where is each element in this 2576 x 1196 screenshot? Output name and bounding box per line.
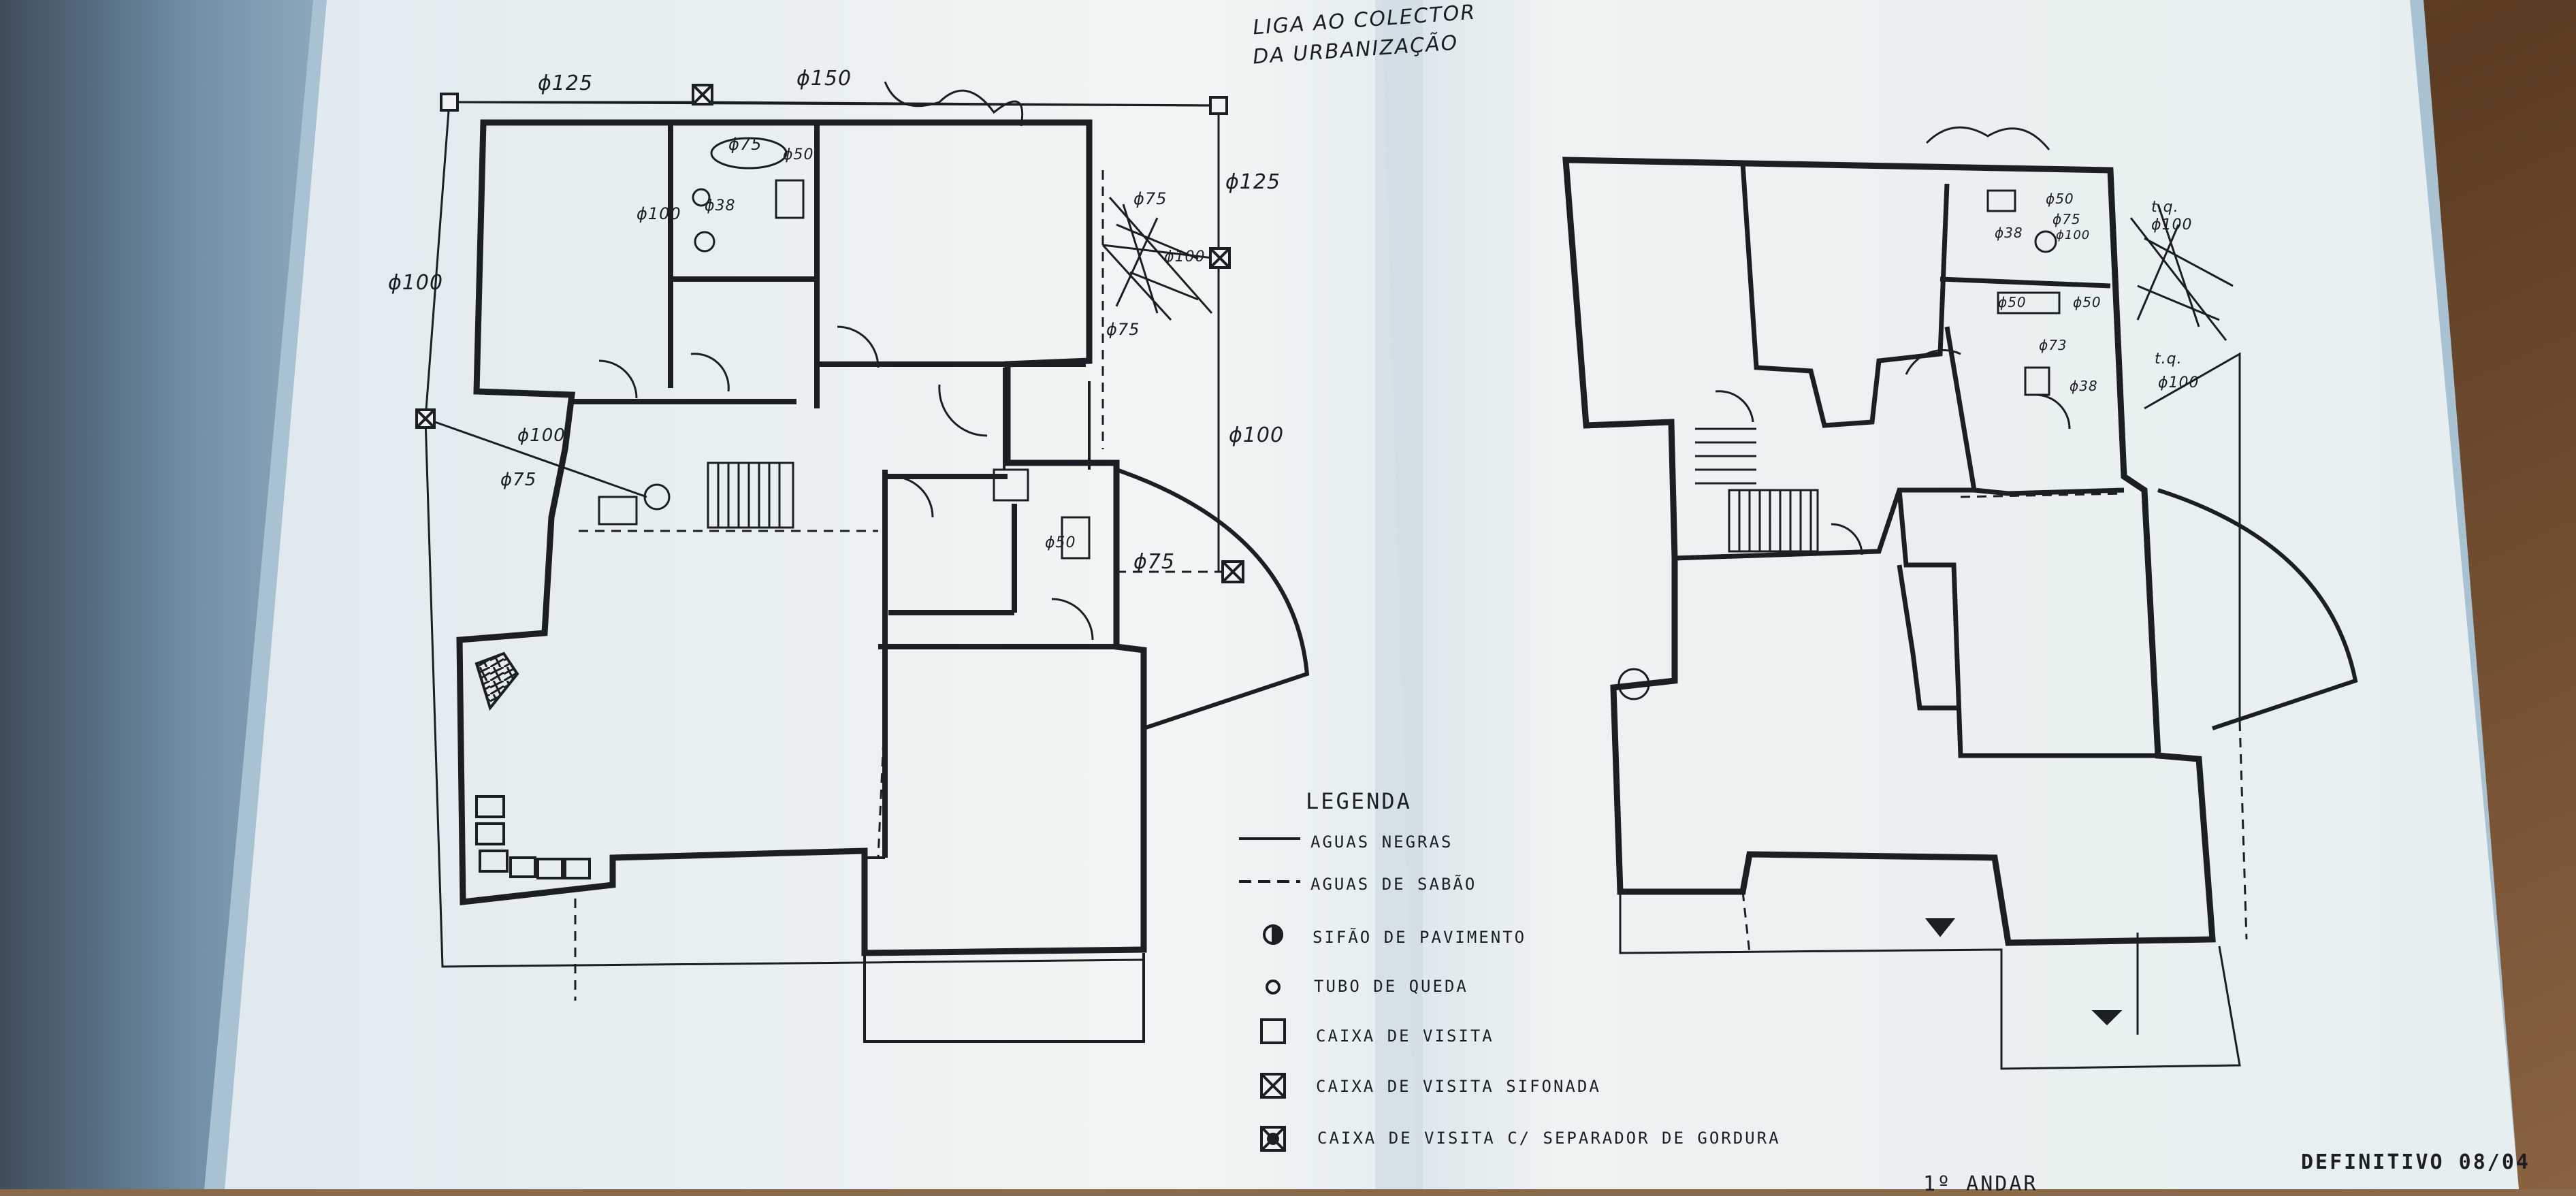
- pipe-label: ϕ100: [2151, 216, 2193, 233]
- legend-title: LEGENDA: [1306, 788, 1412, 814]
- pipe-label: ϕ75: [1133, 550, 1175, 574]
- pipe-label: ϕ50: [2073, 294, 2102, 310]
- legend-item-label: CAIXA DE VISITA: [1316, 1027, 1494, 1046]
- small-circle-icon: [1266, 980, 1281, 995]
- pipe-label: ϕ100: [517, 425, 566, 446]
- pipe-label: ϕ50: [2046, 191, 2074, 207]
- inspection-boxes-left: [415, 84, 1244, 583]
- pipe-label: ϕ100: [1229, 423, 1285, 447]
- pipe-label: ϕ50: [1045, 534, 1076, 551]
- pipe-label: ϕ100: [637, 204, 681, 223]
- stairs: [707, 462, 794, 529]
- pipe-label: ϕ75: [500, 470, 537, 490]
- pipe-label: t.q.: [2151, 199, 2179, 216]
- pipe-label: ϕ73: [2039, 337, 2067, 353]
- pipe-label: ϕ75: [728, 135, 762, 154]
- pipe-label: ϕ100: [2158, 374, 2200, 391]
- legend-item-label: TUBO DE QUEDA: [1314, 977, 1468, 996]
- tree-scribble-right: [1101, 197, 1213, 321]
- pipe-label: ϕ38: [705, 197, 736, 214]
- legend-item-label: CAIXA DE VISITA SIFONADA: [1316, 1077, 1601, 1096]
- legend-item-label: AGUAS NEGRAS: [1310, 833, 1453, 852]
- pipe-label: ϕ38: [2070, 378, 2098, 394]
- legend-item-label: SIFÃO DE PAVIMENTO: [1313, 928, 1527, 947]
- pipe-label: ϕ100: [388, 271, 444, 295]
- crossed-square-icon: [1260, 1073, 1286, 1099]
- drain-network-right: [1741, 352, 2248, 954]
- pipe-label: ϕ38: [1995, 225, 2023, 241]
- pipe-label: ϕ75: [2052, 211, 2081, 227]
- curved-terrace-arc: [1116, 468, 1310, 730]
- right-floor-plan: [1562, 126, 2358, 1070]
- tree-scribble-right-plan: [1925, 126, 2234, 341]
- pipe-label: ϕ50: [783, 146, 814, 163]
- pipe-label: ϕ125: [1225, 170, 1281, 194]
- half-filled-circle-icon: [1263, 924, 1283, 946]
- stairs-right: [1695, 427, 1819, 553]
- legend-item-label: CAIXA DE VISITA C/ SEPARADOR DE GORDURA: [1317, 1129, 1781, 1148]
- stone-planter: [474, 651, 591, 879]
- pipe-label: ϕ100: [2056, 228, 2091, 242]
- pipe-label: ϕ75: [1133, 189, 1168, 208]
- pipe-label: ϕ75: [1106, 320, 1140, 339]
- book-binding-shadow: [1375, 0, 1423, 1189]
- curved-terrace-right: [2157, 488, 2358, 730]
- empty-square-icon: [1260, 1018, 1286, 1044]
- pipe-label: ϕ50: [1998, 294, 2027, 310]
- floor-label: 1º ANDAR: [1923, 1172, 2038, 1196]
- pipe-label: ϕ125: [538, 71, 594, 95]
- pipe-label: t.q.: [2155, 351, 2183, 368]
- legend-item-label: AGUAS DE SABÃO: [1310, 875, 1477, 894]
- drawing-stamp: DEFINITIVO 08/04: [2301, 1150, 2530, 1174]
- pipe-label: ϕ100: [1164, 248, 1206, 265]
- right-page: [1382, 0, 2519, 1189]
- pipe-label: ϕ150: [796, 67, 852, 91]
- legend-symbols: [1239, 837, 1300, 1152]
- crossed-filled-square-icon: [1260, 1126, 1286, 1152]
